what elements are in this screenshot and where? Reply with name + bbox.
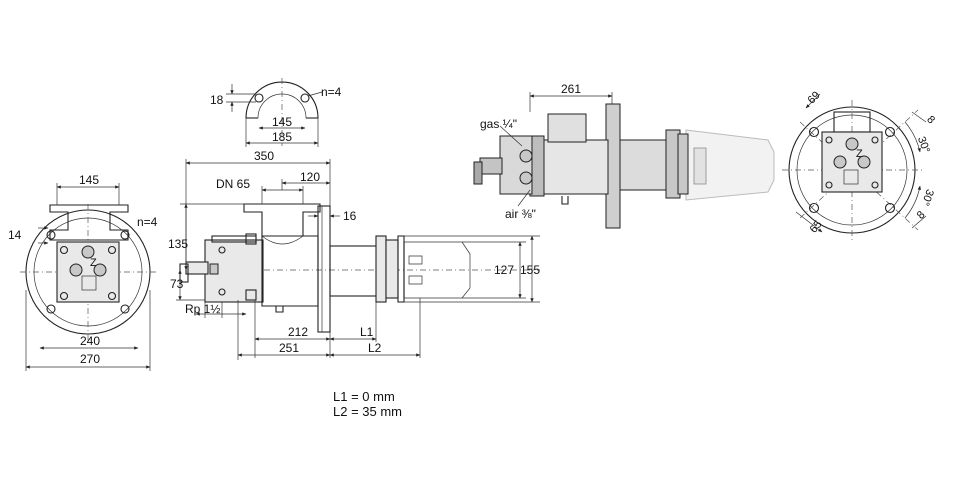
valve-knob — [81, 245, 95, 259]
front-dim-left: 14 — [8, 228, 22, 242]
side-dim-135: 135 — [168, 237, 188, 251]
bolt-hole — [884, 202, 896, 214]
notes: L1 = 0 mm L2 = 35 mm — [333, 389, 402, 419]
valve-knob — [93, 263, 107, 277]
burner-body — [261, 235, 319, 307]
front-dim-top: 145 — [79, 173, 99, 187]
bolt-hole — [254, 93, 264, 103]
side-dim-120: 120 — [300, 170, 320, 184]
right-dim-30a: 30° — [915, 135, 932, 155]
bolt-hole — [808, 126, 820, 138]
photo-view: 261 gas ¼" air ⅜" — [473, 82, 775, 229]
photo-dim-261: 261 — [561, 82, 581, 96]
bolt-hole — [120, 230, 130, 240]
bolt-hole — [884, 126, 896, 138]
side-dim-73: 73 — [170, 277, 184, 291]
front-view: Z 145 n=4 14 240 270 — [8, 173, 158, 371]
front-neck — [49, 204, 129, 241]
photo-burner-body — [535, 139, 609, 195]
right-dim-69: 69 — [806, 89, 823, 106]
note-l1: L1 = 0 mm — [333, 389, 395, 404]
valve-knob — [69, 263, 83, 277]
flange-dim-hole: 18 — [210, 93, 224, 107]
photo-flame-cone — [685, 129, 775, 201]
bolt-hole — [46, 230, 56, 240]
right-dim-8a: 8 — [924, 114, 937, 127]
side-dim-155: 155 — [520, 263, 540, 277]
svg-text:Z: Z — [856, 148, 863, 160]
bolt-hole — [46, 304, 56, 314]
flame-tube — [329, 245, 379, 297]
note-l2: L2 = 35 mm — [333, 404, 402, 419]
right-dim-8b: 8 — [915, 209, 928, 222]
side-dim-l2: L2 — [368, 341, 382, 355]
bolt-hole — [300, 93, 310, 103]
right-view: Z 69 8 30° 30° 8 65 — [782, 89, 937, 240]
photo-gas-label: gas ¼" — [480, 117, 517, 131]
gas-connector — [185, 261, 209, 275]
svg-text:Z: Z — [90, 257, 97, 269]
side-dim-total: 350 — [254, 149, 274, 163]
flange-detail: 18 n=4 145 185 — [210, 78, 342, 147]
photo-air-label: air ⅜" — [505, 207, 536, 221]
mount-flange — [317, 205, 331, 333]
right-dim-65: 65 — [808, 218, 825, 235]
bolt-hole — [120, 304, 130, 314]
flange-dim-inner: 145 — [272, 115, 292, 129]
side-dim-l1: L1 — [360, 325, 374, 339]
front-holes: n=4 — [137, 215, 158, 229]
bolt-hole — [808, 202, 820, 214]
front-dim-outer: 270 — [80, 352, 100, 366]
side-dim-127: 127 — [494, 263, 514, 277]
side-dim-212: 212 — [288, 325, 308, 339]
side-view: 350 DN 65 120 16 135 73 Rp 1½ 212 251 L1 — [168, 149, 540, 360]
flange-holes: n=4 — [321, 85, 342, 99]
right-dim-30b: 30° — [919, 187, 936, 207]
side-dim-dn: DN 65 — [216, 177, 250, 191]
flange-dim-outer: 185 — [272, 130, 292, 144]
photo-control-block — [499, 135, 533, 195]
side-dim-16: 16 — [343, 209, 357, 223]
front-dim-inner: 240 — [80, 334, 100, 348]
air-inlet-neck — [243, 203, 321, 237]
side-dim-rp: Rp 1½ — [185, 302, 220, 316]
side-dim-251: 251 — [279, 341, 299, 355]
